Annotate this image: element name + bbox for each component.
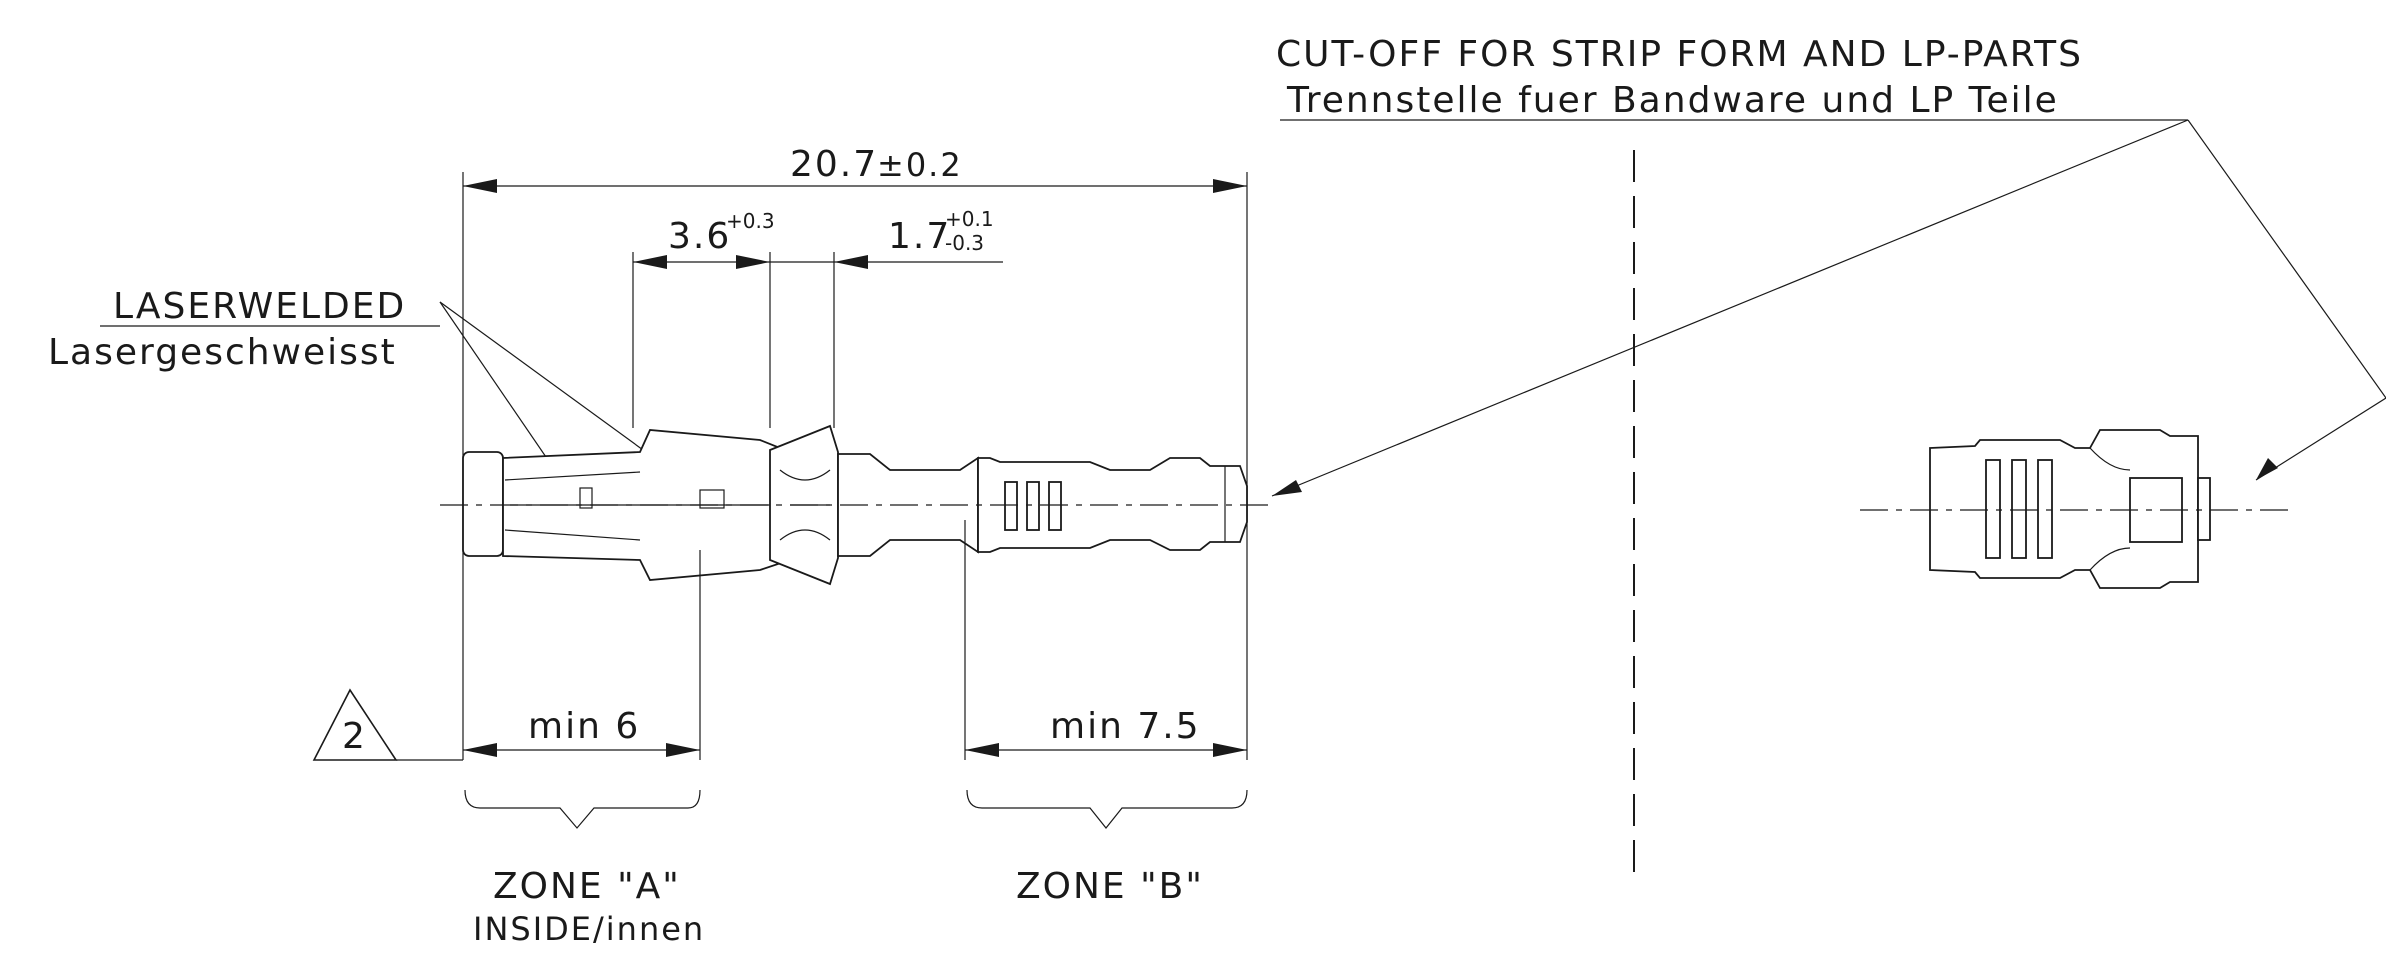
crimp-slot-1 <box>1004 481 1018 531</box>
dim-1-7-value: 1.7 <box>888 216 951 257</box>
dim-3-6-arrow-left <box>633 255 667 269</box>
dim-3-6-arrow-right <box>736 255 770 269</box>
contact-weld-point-2 <box>699 489 725 509</box>
cutoff-leader-right-a <box>2187 119 2386 399</box>
cutoff-leader-right-arrow <box>2256 458 2278 480</box>
dim-min75-arrow-left <box>965 743 999 757</box>
dim-overall-arrow-right <box>1213 179 1247 193</box>
zone-b-brace <box>966 789 1248 829</box>
zone-a-label: ZONE "A" <box>493 866 681 907</box>
dim-overall-arrow-left <box>463 179 497 193</box>
strip-slot-1 <box>1985 459 2001 559</box>
cutoff-title-en: CUT-OFF FOR STRIP FORM AND LP-PARTS <box>1276 34 2083 75</box>
dim-overall-tolerance: ±0.2 <box>877 146 963 184</box>
dim-min75-arrow-right <box>1213 743 1247 757</box>
contact-spring-upper <box>504 471 641 481</box>
dim-min6-label: min 6 <box>528 706 640 747</box>
dim-3-6-value: 3.6 <box>668 216 731 257</box>
note-marker-number: 2 <box>342 716 367 757</box>
contact-part-strip-detail <box>1929 429 2211 589</box>
note-triangle-icon <box>312 688 398 761</box>
strip-transition-detail <box>2089 447 2131 571</box>
dim-min6-arrow-left <box>463 743 497 757</box>
cutoff-title-de: Trennstelle fuer Bandware und LP Teile <box>1286 80 2059 121</box>
crimp-slot-3 <box>1048 481 1062 531</box>
zone-a-brace <box>464 789 701 829</box>
dim-1-7-tol-upper: +0.1 <box>945 207 994 231</box>
strip-slot-3 <box>2037 459 2053 559</box>
laserweld-label-de: Lasergeschweisst <box>48 332 397 373</box>
dim-overall-value: 20.7 <box>790 144 878 185</box>
cutoff-leader-left <box>1271 119 2189 497</box>
cutoff-leader-right-b <box>2255 397 2386 481</box>
dim-min6-arrow-right <box>666 743 700 757</box>
zone-b-label: ZONE "B" <box>1016 866 1204 907</box>
strip-slot-2 <box>2011 459 2027 559</box>
laserweld-label-en: LASERWELDED <box>113 286 406 327</box>
contact-front-cap <box>462 451 504 557</box>
dim-1-7-tol-lower: -0.3 <box>945 231 984 255</box>
dim-3-6-tolerance: +0.3 <box>726 209 775 233</box>
contact-spring-lower <box>504 529 641 541</box>
contact-weld-point-1 <box>579 487 593 509</box>
dim-1-7-arrow <box>834 255 868 269</box>
zone-a-sublabel: INSIDE/innen <box>473 910 705 948</box>
dim-min75-label: min 7.5 <box>1050 706 1201 747</box>
strip-tab <box>2197 477 2211 541</box>
cutoff-leader-left-arrow <box>1272 480 1302 496</box>
crimp-slot-2 <box>1026 481 1040 531</box>
